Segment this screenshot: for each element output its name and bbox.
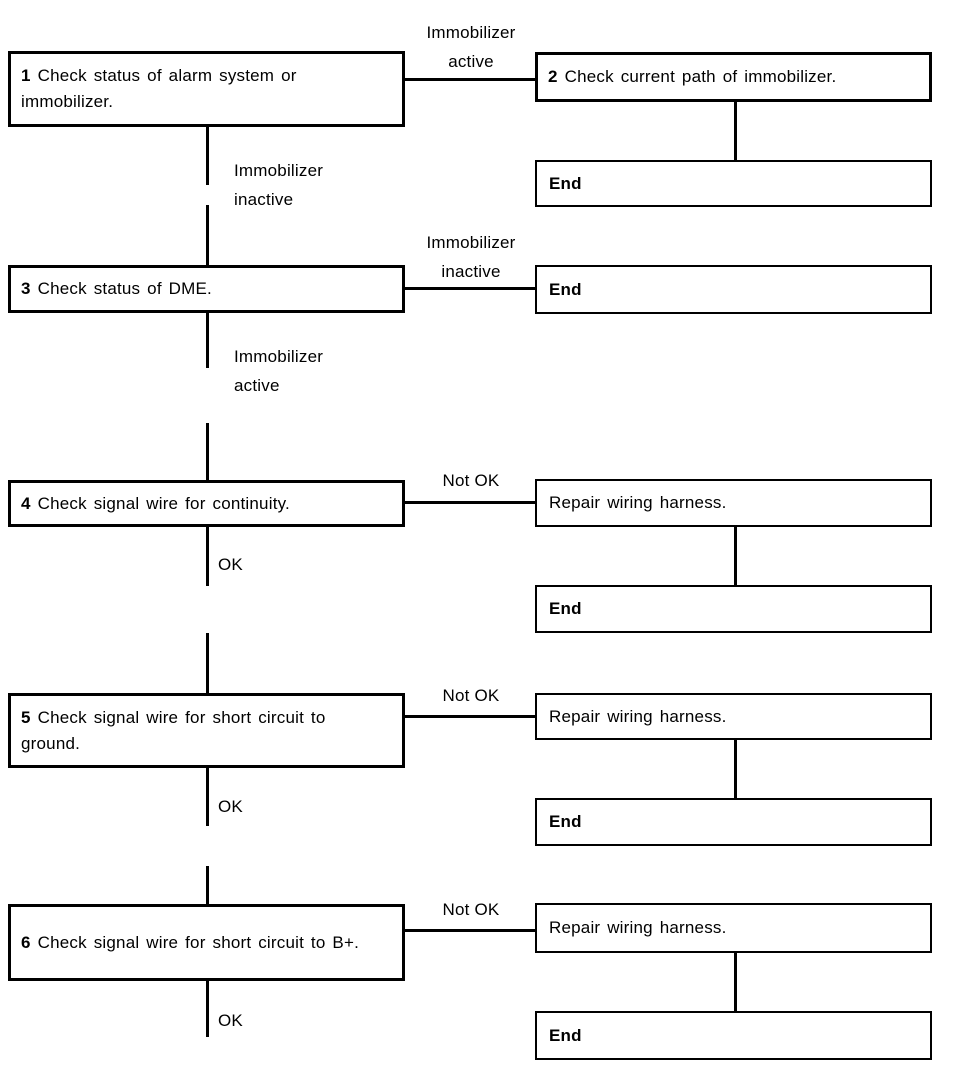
connector-step6-exit <box>206 981 209 1037</box>
branch-label-immobilizer-active-left: Immobilizer active <box>234 342 323 400</box>
branch-label-immobilizer-active-top: Immobilizer active <box>413 18 529 76</box>
repair-label: Repair wiring harness. <box>549 706 727 726</box>
branch-label-immobilizer-inactive-left: Immobilizer inactive <box>234 156 323 214</box>
step-text: Check current path of immobilizer. <box>564 67 837 86</box>
branch-label-line1: Not OK <box>442 471 500 490</box>
connector-step3-step4-lower <box>206 423 209 480</box>
connector-step2-end1 <box>734 102 737 160</box>
step-box-4: 4 Check signal wire for continuity. <box>8 480 405 527</box>
step-text: Check signal wire for continuity. <box>37 493 290 513</box>
repair-label: Repair wiring harness. <box>549 918 727 937</box>
branch-label-line1: OK <box>218 1011 243 1030</box>
step-box-1-text: 1 Check status of alarm system or immobi… <box>11 63 402 115</box>
step-number: 3 <box>21 279 31 298</box>
branch-label-line1: Not OK <box>442 900 500 919</box>
step-box-3: 3 Check status of DME. <box>8 265 405 313</box>
branch-label-line2: active <box>448 52 494 71</box>
branch-label-line2: inactive <box>234 190 294 209</box>
step-box-5-text: 5 Check signal wire for short circuit to… <box>11 705 402 757</box>
step-number: 6 <box>21 932 31 952</box>
step-box-5: 5 Check signal wire for short circuit to… <box>8 693 405 768</box>
connector-step1-step3-lower <box>206 205 209 265</box>
branch-label-line2: active <box>234 376 280 395</box>
repair-box-3: Repair wiring harness. <box>535 903 932 953</box>
end-box-5: End <box>535 1011 932 1060</box>
step-number: 1 <box>21 66 31 85</box>
end-label: End <box>549 173 582 193</box>
branch-label-ok-1: OK <box>218 550 243 579</box>
step-box-6: 6 Check signal wire for short circuit to… <box>8 904 405 981</box>
end-label: End <box>549 1025 582 1045</box>
step-box-4-text: 4 Check signal wire for continuity. <box>11 491 304 517</box>
branch-label-not-ok-3: Not OK <box>413 895 529 924</box>
branch-label-line1: Immobilizer <box>426 23 516 42</box>
branch-label-line1: Immobilizer <box>234 161 324 180</box>
repair-label: Repair wiring harness. <box>549 493 727 512</box>
branch-label-ok-2: OK <box>218 792 243 821</box>
branch-label-line1: Immobilizer <box>426 233 516 252</box>
step-box-6-text: 6 Check signal wire for short circuit to… <box>11 930 373 956</box>
step-number: 4 <box>21 493 31 513</box>
end-label: End <box>549 599 582 618</box>
connector-step3-step4-upper <box>206 313 209 368</box>
branch-label-immobilizer-inactive-right: Immobilizer inactive <box>413 228 529 286</box>
step-box-3-text: 3 Check status of DME. <box>11 276 226 302</box>
connector-step6-repair3 <box>405 929 535 932</box>
connector-repair2-end4 <box>734 740 737 798</box>
end-label: End <box>549 812 582 831</box>
end-label: End <box>549 279 582 299</box>
connector-repair3-end5 <box>734 953 737 1011</box>
step-text: Check signal wire for short circuit to g… <box>21 707 326 753</box>
branch-label-not-ok-1: Not OK <box>413 466 529 495</box>
repair-box-2: Repair wiring harness. <box>535 693 932 740</box>
connector-step4-repair1 <box>405 501 535 504</box>
step-number: 5 <box>21 707 31 727</box>
end-box-4: End <box>535 798 932 846</box>
step-box-1: 1 Check status of alarm system or immobi… <box>8 51 405 127</box>
branch-label-line1: Immobilizer <box>234 347 324 366</box>
branch-label-line1: OK <box>218 555 243 574</box>
branch-label-line2: inactive <box>441 262 501 281</box>
step-box-2: 2 Check current path of immobilizer. <box>535 52 932 102</box>
step-box-2-text: 2 Check current path of immobilizer. <box>538 64 850 90</box>
connector-step4-step5-lower <box>206 633 209 693</box>
end-box-3: End <box>535 585 932 633</box>
end-box-2: End <box>535 265 932 314</box>
connector-step5-step6-lower <box>206 866 209 904</box>
branch-label-not-ok-2: Not OK <box>413 681 529 710</box>
branch-label-ok-3: OK <box>218 1006 243 1035</box>
connector-step1-step3-upper <box>206 127 209 185</box>
connector-step1-step2 <box>405 78 535 81</box>
branch-label-line1: Not OK <box>442 686 500 705</box>
repair-box-1: Repair wiring harness. <box>535 479 932 527</box>
connector-step4-step5-upper <box>206 527 209 586</box>
connector-repair1-end3 <box>734 527 737 585</box>
connector-step5-repair2 <box>405 715 535 718</box>
step-number: 2 <box>548 67 558 86</box>
connector-step5-step6-upper <box>206 768 209 826</box>
end-box-1: End <box>535 160 932 207</box>
connector-step3-end2 <box>405 287 535 290</box>
step-text: Check status of alarm system or immobili… <box>21 66 297 111</box>
step-text: Check status of DME. <box>37 279 212 298</box>
branch-label-line1: OK <box>218 797 243 816</box>
step-text: Check signal wire for short circuit to B… <box>37 932 360 952</box>
